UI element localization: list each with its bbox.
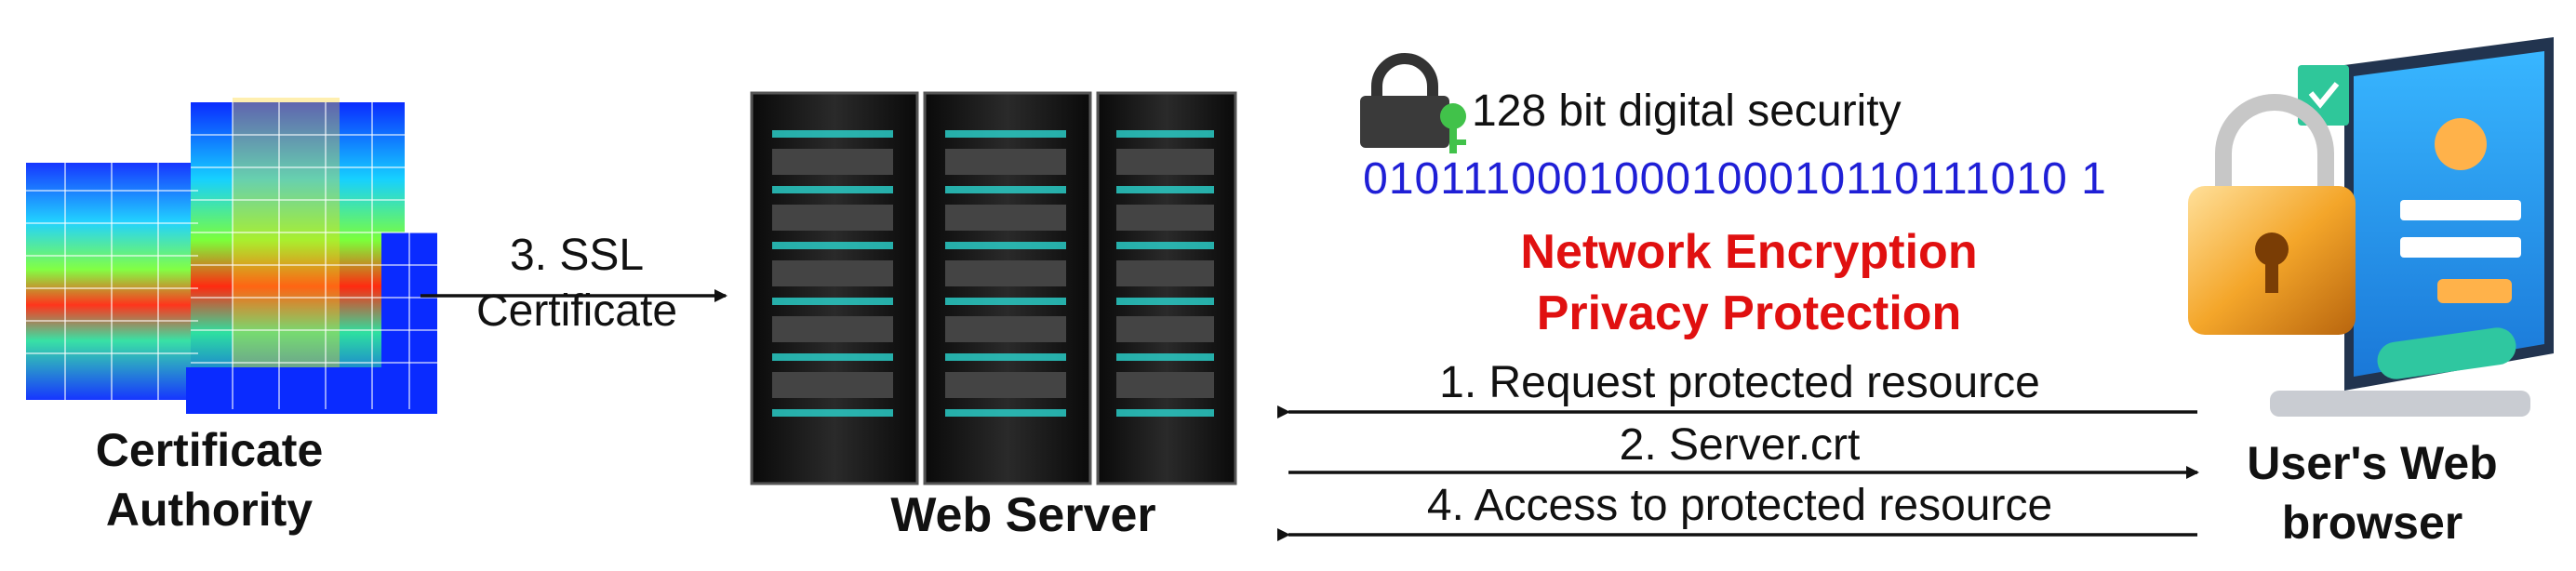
network-encryption-line2: Privacy Protection [1536, 286, 1962, 340]
padlock-key-icon [1360, 53, 1466, 153]
certificate-authority-label: Certificate Authority [56, 420, 363, 539]
browser-label-line1: User's Web [2247, 437, 2498, 489]
certificate-authority-label-line2: Authority [105, 484, 314, 536]
ssl-step-line2: Certificate [475, 286, 678, 336]
user-web-browser-label: User's Web browser [2205, 433, 2540, 552]
server-crt-label: 2. Server.crt [1619, 420, 1861, 470]
network-encryption-line1: Network Encryption [1520, 225, 1978, 279]
web-server-label: Web Server [890, 488, 1156, 542]
web-server-illustration [750, 91, 1237, 485]
certificate-authority-label-line1: Certificate [95, 424, 324, 476]
user-browser-illustration [2188, 37, 2554, 417]
browser-label-line2: browser [2281, 497, 2463, 549]
ssl-certificate-label: 3. SSL Certificate [437, 228, 716, 339]
network-encryption-label: Network Encryption Privacy Protection [1395, 221, 2102, 344]
request-label: 1. Request protected resource [1439, 358, 2040, 407]
binary-string: 0101110001000100010110111010 1 [1363, 154, 2107, 204]
security-header: 128 bit digital security [1472, 86, 1902, 136]
access-label: 4. Access to protected resource [1426, 481, 2053, 530]
ssl-step-line1: 3. SSL [509, 231, 645, 280]
certificate-authority-illustration [26, 98, 437, 414]
